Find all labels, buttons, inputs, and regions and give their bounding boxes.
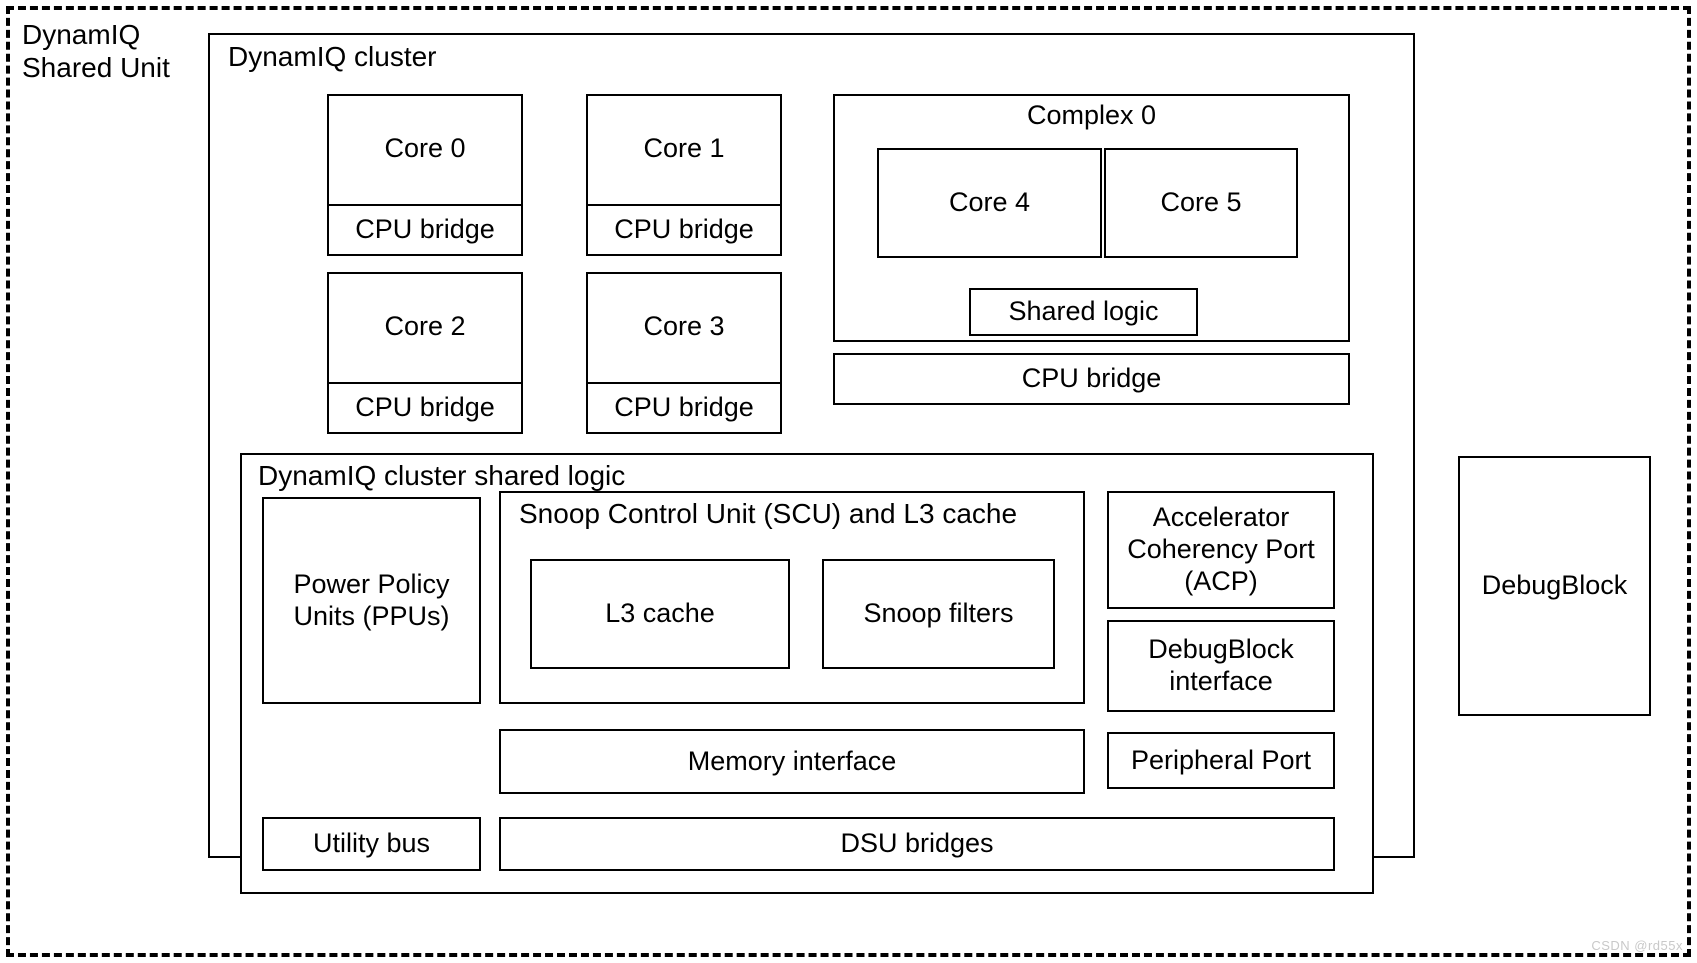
core-3-cpu-bridge-label: CPU bridge — [614, 392, 754, 423]
core-4-label: Core 4 — [948, 187, 1031, 218]
core-2-cpu-bridge-label: CPU bridge — [355, 392, 495, 423]
memory-interface-box — [499, 729, 1085, 794]
debugblock-interface-box — [1107, 620, 1335, 712]
core-5-label: Core 5 — [1160, 187, 1242, 218]
core-1-cpu-bridge-box — [586, 204, 782, 256]
complex-0-title: Complex 0 — [1026, 100, 1157, 130]
complex-shared-logic-label: Shared logic — [1008, 296, 1159, 327]
dsu-bridges-label: DSU bridges — [840, 828, 994, 859]
core-2-label: Core 2 — [384, 311, 466, 342]
power-policy-units-box — [262, 497, 481, 704]
peripheral-port-label: Peripheral Port — [1130, 744, 1312, 775]
core-1-cpu-bridge-label: CPU bridge — [614, 214, 754, 245]
memory-interface-label: Memory interface — [687, 745, 897, 776]
core-3-box — [586, 272, 782, 402]
debugblock-interface-label: DebugBlock interface — [1148, 634, 1294, 696]
core-3-cpu-bridge-box — [586, 382, 782, 434]
watermark: CSDN @rd55x — [1591, 938, 1683, 953]
complex-cpu-bridge-label: CPU bridge — [1021, 363, 1162, 394]
snoop-filters-box — [822, 559, 1055, 669]
cluster-shared-logic-title: DynamIQ cluster shared logic — [258, 460, 626, 491]
complex-shared-logic-box — [969, 288, 1198, 336]
snoop-filters-label: Snoop filters — [863, 598, 1014, 629]
utility-bus-box — [262, 817, 481, 871]
peripheral-port-box — [1107, 732, 1335, 789]
dsu-bridges-box — [499, 817, 1335, 871]
l3-cache-box — [530, 559, 790, 669]
core-2-cpu-bridge-box — [327, 382, 523, 434]
l3-cache-label: L3 cache — [605, 598, 715, 629]
complex-cpu-bridge-box — [833, 353, 1350, 405]
core-0-cpu-bridge-label: CPU bridge — [355, 214, 495, 245]
core-4-box — [877, 148, 1102, 258]
dynamiq-shared-unit-title: DynamIQ Shared Unit — [22, 19, 170, 84]
core-3-label: Core 3 — [643, 311, 725, 342]
core-0-label: Core 0 — [384, 133, 466, 164]
utility-bus-label: Utility bus — [312, 828, 431, 859]
core-1-label: Core 1 — [643, 133, 725, 164]
accelerator-coherency-port-label: Accelerator Coherency Port (ACP) — [1127, 502, 1315, 596]
power-policy-units-label: Power Policy Units (PPUs) — [293, 568, 450, 631]
debugblock-box — [1458, 456, 1651, 716]
core-0-cpu-bridge-box — [327, 204, 523, 256]
debugblock-label: DebugBlock — [1481, 570, 1628, 601]
core-5-box — [1104, 148, 1298, 258]
dynamiq-cluster-title: DynamIQ cluster — [228, 41, 437, 72]
accelerator-coherency-port-box — [1107, 491, 1335, 609]
scu-title: Snoop Control Unit (SCU) and L3 cache — [519, 498, 1018, 529]
